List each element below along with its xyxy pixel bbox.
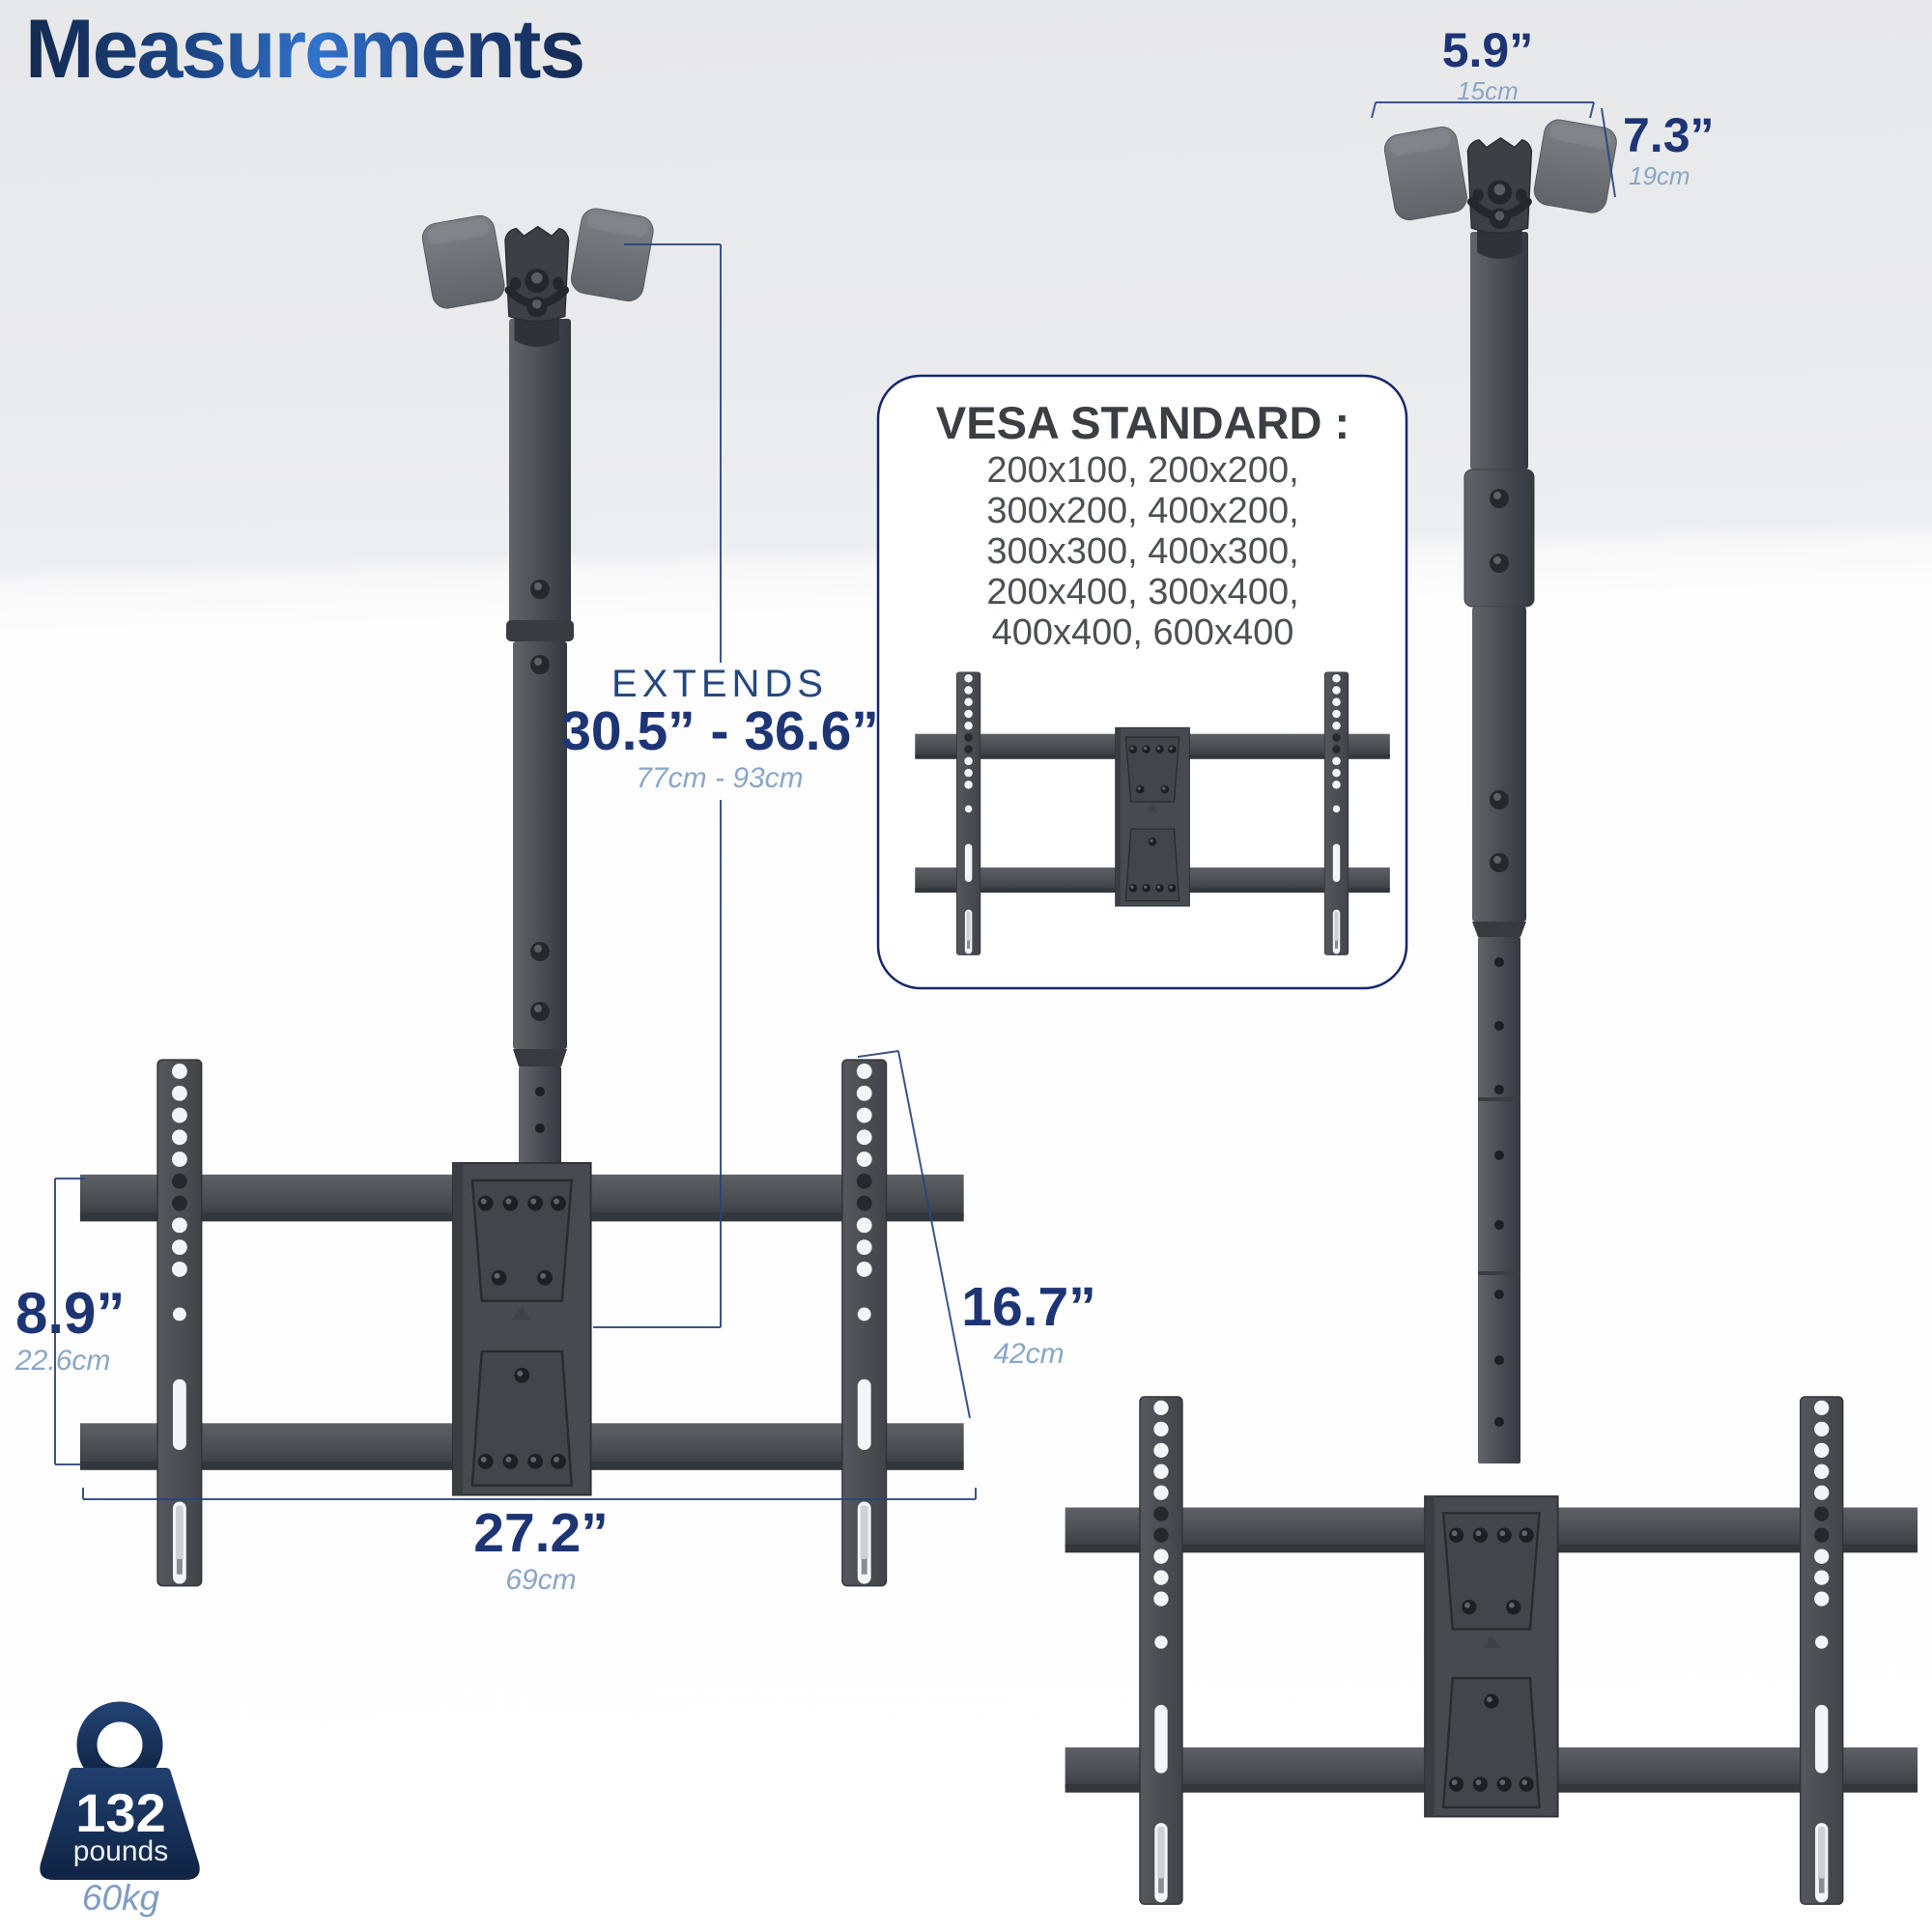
extends-inches: 30.5” - 36.6” (560, 700, 879, 762)
left-mount-pole (506, 319, 574, 1182)
weight-capacity-value: 132 (75, 1782, 166, 1843)
bracket-height-inches: 8.9” (15, 1281, 126, 1346)
ceiling-plate-depth-metric: 19cm (1629, 160, 1690, 190)
bracket-height-metric: 22.6cm (15, 1345, 111, 1377)
vesa-panel-box (876, 374, 1408, 990)
right-mount-pole (1463, 232, 1535, 1463)
vesa-size-line: 300x200, 400x200, (986, 491, 1299, 531)
vesa-size-line: 300x300, 400x300, (986, 531, 1299, 572)
weight-capacity-metric: 60kg (81, 1878, 160, 1918)
rail-height-inches: 16.7” (961, 1276, 1096, 1338)
right-bracket-assembly (1064, 1395, 1919, 1906)
extends-dimension-label: EXTENDS 30.5” - 36.6” 77cm - 93cm (541, 665, 898, 796)
extends-dimension-line (593, 243, 722, 1328)
extends-label: EXTENDS (611, 663, 828, 705)
crossbar-width-label: 27.2” 69cm (411, 1502, 671, 1598)
crossbar-width-metric: 69cm (505, 1563, 577, 1596)
ceiling-plate-width-dimension-line (1371, 101, 1595, 119)
ceiling-plate-width-label: 5.9” 15cm (1401, 25, 1575, 106)
crossbar-width-dimension-line (82, 1488, 977, 1500)
rail-height-metric: 42cm (993, 1337, 1065, 1370)
ceiling-plate-width-inches: 5.9” (1441, 23, 1534, 77)
page-title: Measurements (25, 3, 585, 96)
ceiling-plate-width-metric: 15cm (1457, 75, 1519, 105)
weight-capacity-unit: pounds (72, 1835, 169, 1867)
vesa-size-list: 200x100, 200x200, 300x200, 400x200, 300x… (893, 450, 1393, 653)
rail-height-label: 16.7” 42cm (947, 1276, 1111, 1372)
ceiling-plate-depth-label: 7.3” 19cm (1623, 110, 1787, 191)
bracket-height-dimension-line (54, 1178, 85, 1465)
crossbar-width-inches: 27.2” (473, 1502, 609, 1564)
ceiling-plate-depth-inches: 7.3” (1623, 108, 1715, 162)
vesa-size-line: 200x400, 300x400, (986, 572, 1299, 612)
vesa-size-line: 200x100, 200x200, (986, 450, 1299, 491)
weight-capacity-icon (40, 1701, 200, 1880)
extends-metric: 77cm - 93cm (636, 761, 804, 794)
bracket-height-label: 8.9” 22.6cm (15, 1283, 189, 1378)
left-ceiling-unit (420, 207, 656, 348)
right-ceiling-unit (1382, 118, 1619, 259)
rail-height-dimension-line (857, 1050, 971, 1419)
vesa-size-line: 400x400, 600x400 (991, 612, 1294, 653)
vesa-heading: VESA STANDARD : (935, 397, 1350, 448)
ceiling-plate-depth-dimension-line (1601, 107, 1616, 198)
